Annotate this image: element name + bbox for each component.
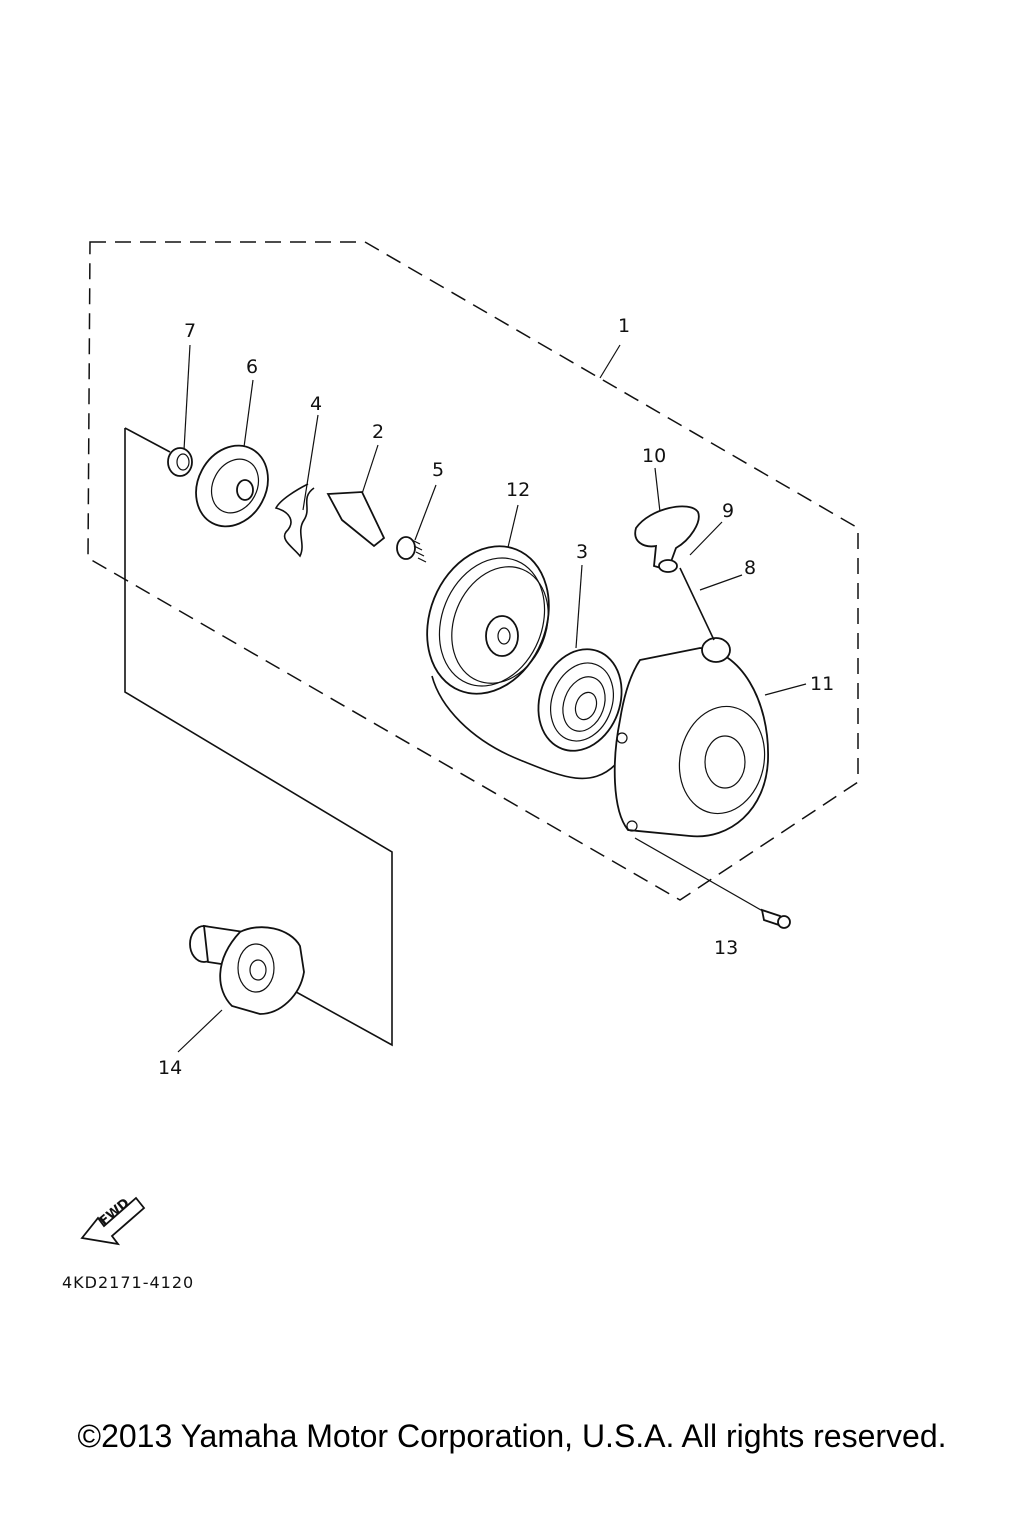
callout-4: 4 (310, 393, 322, 415)
part-13-bolt (760, 908, 791, 929)
part-11-starter-case (613, 637, 769, 838)
part-4-spring (274, 483, 315, 558)
callout-6: 6 (246, 356, 258, 378)
callout-12: 12 (506, 479, 530, 501)
part-7-nut (167, 447, 193, 477)
callout-8: 8 (744, 557, 756, 579)
leader-lines (177, 344, 807, 1053)
projection-lines (124, 427, 393, 1047)
part-6-plate (195, 444, 269, 528)
drawing-code: 4KD2171-4120 (62, 1273, 194, 1292)
part-2-pawl (326, 491, 386, 548)
part-5-spring (396, 536, 427, 563)
part-3-recoil-spring (537, 648, 623, 752)
callout-11: 11 (810, 673, 834, 695)
callout-13: 13 (714, 937, 738, 959)
part-14-drive-pulley (189, 924, 305, 1015)
callout-9: 9 (722, 500, 734, 522)
callout-1: 1 (618, 315, 630, 337)
part-8-rope (679, 567, 715, 641)
starter-rope (431, 675, 617, 780)
callout-14: 14 (158, 1057, 182, 1079)
callout-numbers: 1 2 3 4 5 6 7 8 9 10 11 12 13 14 (158, 315, 834, 1079)
fwd-arrow-icon: FWD (80, 1196, 146, 1246)
callout-3: 3 (576, 541, 588, 563)
assembly-boundary (87, 241, 859, 901)
copyright-notice: ©2013 Yamaha Motor Corporation, U.S.A. A… (77, 1418, 947, 1454)
part-10-handle (634, 505, 700, 573)
callout-7: 7 (184, 320, 196, 342)
part-12-reel (426, 545, 550, 695)
callout-5: 5 (432, 459, 444, 481)
callout-10: 10 (642, 445, 666, 467)
callout-2: 2 (372, 421, 384, 443)
